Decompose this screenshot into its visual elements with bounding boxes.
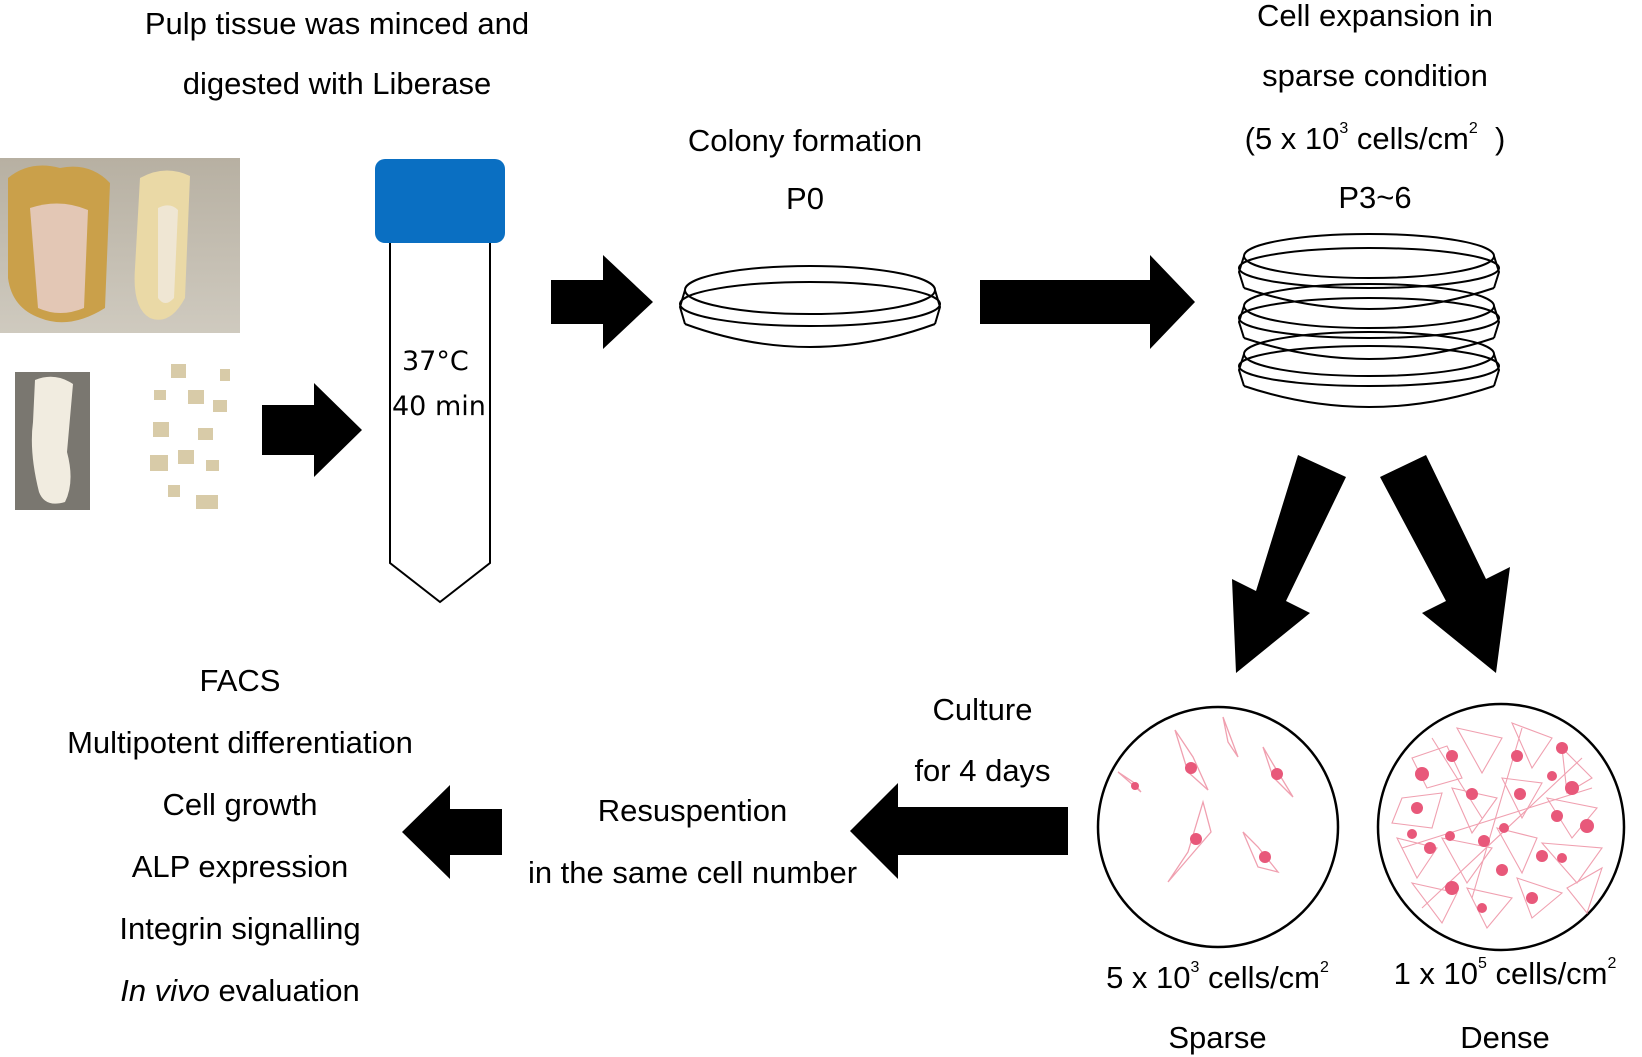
resuspension-label-line2: in the same cell number — [527, 855, 858, 890]
arrow-to-sparse — [1232, 455, 1346, 673]
step1-label-line1: Pulp tissue was minced and — [144, 6, 530, 41]
pulp-photo — [15, 372, 90, 510]
dense-density-label: 1 x 105 cells/cm2 — [1393, 955, 1617, 991]
expansion-label-line2: sparse condition — [1262, 58, 1488, 93]
passage-p0-label: P0 — [786, 181, 824, 216]
analyses-list: FACS Multipotent differentiation Cell gr… — [0, 665, 480, 1037]
analysis-item: ALP expression — [131, 849, 349, 884]
culture-dish-p0 — [678, 265, 942, 348]
expansion-label-line1: Cell expansion in — [1256, 0, 1494, 33]
dense-culture-well — [1376, 702, 1626, 952]
step1-label-line2: digested with Liberase — [182, 66, 492, 101]
minced-tissue-icon — [150, 364, 230, 509]
analysis-item: Integrin signalling — [119, 911, 361, 946]
tooth-photo-cut — [0, 158, 240, 333]
tube-time: 40 min — [392, 391, 486, 422]
culture-label-line2: for 4 days — [914, 753, 1051, 788]
centrifuge-tube — [375, 159, 505, 604]
arrow-to-analyses — [402, 785, 502, 879]
colony-formation-label: Colony formation — [687, 123, 923, 158]
analysis-item: Multipotent differentiation — [67, 725, 413, 760]
sparse-label: Sparse — [1168, 1020, 1267, 1055]
arrow-to-expansion — [980, 255, 1195, 349]
analysis-item: Cell growth — [162, 787, 318, 822]
arrow-to-dense — [1380, 455, 1510, 673]
culture-label-line1: Culture — [932, 692, 1033, 727]
dense-label: Dense — [1460, 1020, 1550, 1055]
sparse-culture-well — [1096, 705, 1340, 949]
expansion-density: (5 x 103 cells/cm2 ) — [1244, 120, 1506, 156]
resuspension-label-line1: Resuspention — [597, 793, 788, 828]
arrow-to-colony — [551, 255, 653, 349]
stacked-culture-dishes — [1237, 233, 1501, 408]
analysis-item-in-vivo: In vivo evaluation — [120, 973, 360, 1008]
tube-cap — [375, 159, 505, 243]
passage-p3-6-label: P3~6 — [1338, 180, 1412, 215]
tube-temperature: 37°C — [402, 346, 469, 377]
sparse-density-label: 5 x 103 cells/cm2 — [1106, 959, 1329, 995]
arrow-to-tube — [262, 383, 362, 477]
arrow-to-resuspension — [850, 783, 1068, 879]
analysis-item: FACS — [199, 663, 281, 698]
